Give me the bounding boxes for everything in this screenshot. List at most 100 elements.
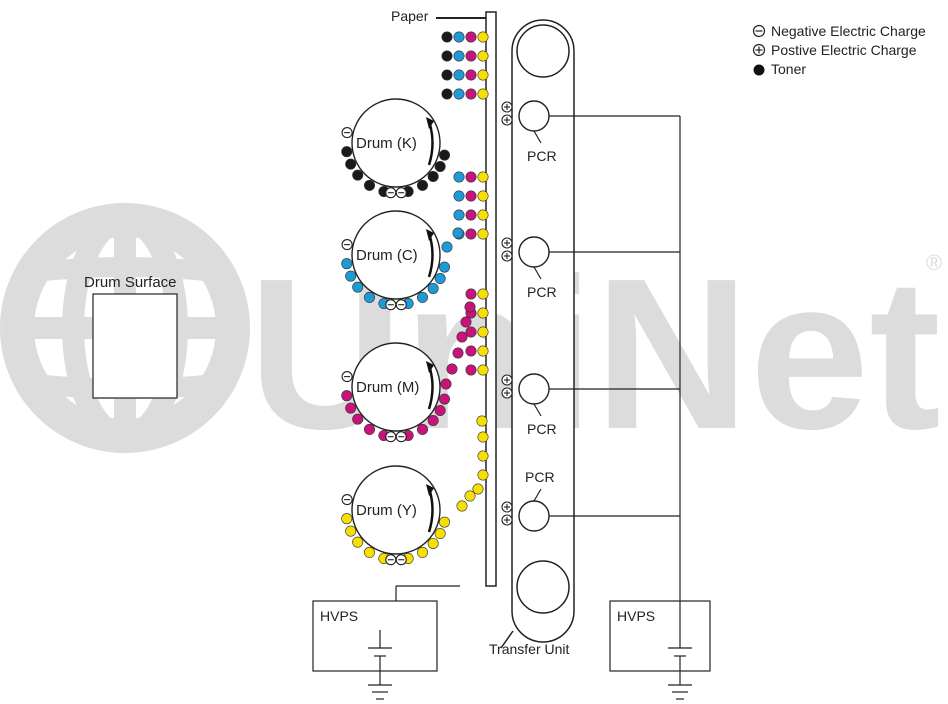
positive-charge-icon (501, 250, 513, 262)
toner-dot (364, 179, 376, 191)
wiring (312, 116, 711, 700)
drum: Drum (Y) (341, 465, 451, 566)
pcr-roller: PCR (501, 236, 680, 300)
negative-charge-icon (341, 494, 353, 506)
toner-dot-icon (753, 64, 765, 76)
toner-dot (416, 423, 428, 435)
toner-dot (427, 414, 439, 426)
toner-dot (440, 378, 452, 390)
positive-charge-icon (501, 101, 513, 113)
negative-charge-icon (395, 431, 407, 443)
toner-dot (453, 69, 465, 81)
hvps-left-box (312, 600, 438, 672)
toner-dot (464, 301, 476, 313)
toner-dot (439, 516, 451, 528)
positive-charge-icon (501, 387, 513, 399)
toner-row (453, 190, 489, 202)
legend-positive-label: Postive Electric Charge (771, 42, 917, 58)
toner-dot (341, 146, 353, 158)
toner-dot (465, 228, 477, 240)
rotation-arrow-icon (426, 484, 434, 496)
toner-dot (465, 50, 477, 62)
drum-surface-box (92, 293, 178, 399)
toner-dot (352, 281, 364, 293)
pcr-label: PCR (525, 469, 555, 485)
toner-dot (352, 536, 364, 548)
pcr-label: PCR (527, 421, 557, 437)
toner-row (441, 31, 489, 43)
toner-row (477, 450, 489, 462)
toner-dot (427, 537, 439, 549)
toner-dot (460, 316, 472, 328)
toner-dot (427, 170, 439, 182)
toner-dot (465, 326, 477, 338)
toner-dot (477, 88, 489, 100)
toner-dot (364, 291, 376, 303)
legend-negative-label: Negative Electric Charge (771, 23, 926, 39)
toner-dot (465, 88, 477, 100)
toner-dot (477, 364, 489, 376)
pcr-roller: PCR (501, 469, 680, 532)
watermark-registered-mark: ® (926, 250, 942, 275)
drum-surface-panel: Drum Surface (84, 274, 178, 399)
negative-charge-icon (395, 187, 407, 199)
drums: Drum (K)Drum (C)Drum (M)Drum (Y) (341, 98, 451, 566)
toner-dot (453, 88, 465, 100)
drum-body (351, 465, 441, 555)
toner-dot (477, 345, 489, 357)
negative-charge-icon (341, 371, 353, 383)
toner-dot (434, 272, 446, 284)
toner-dot (465, 288, 477, 300)
negative-charge-icon (341, 239, 353, 251)
drum-label: Drum (Y) (356, 502, 417, 519)
transfer-unit-label: Transfer Unit (489, 641, 570, 657)
toner-dot (465, 209, 477, 221)
positive-charge-icon (501, 237, 513, 249)
toner-stacks (440, 31, 489, 512)
negative-charge-icon (341, 127, 353, 139)
paper-sheet (485, 11, 497, 587)
positive-charge-icon (501, 114, 513, 126)
drum: Drum (K) (341, 98, 451, 199)
toner-dot (472, 483, 484, 495)
rotation-arrow-icon (426, 229, 434, 241)
toner-dot (477, 31, 489, 43)
toner-dot (477, 307, 489, 319)
negative-charge-icon (385, 431, 397, 443)
toner-dot (434, 160, 446, 172)
toner-row (465, 288, 489, 300)
toner-dot (453, 31, 465, 43)
toner-row (453, 171, 489, 183)
toner-dot (477, 228, 489, 240)
positive-charge-icon (501, 514, 513, 526)
toner-dot (352, 169, 364, 181)
negative-charge-icon (385, 299, 397, 311)
toner-dot (341, 258, 353, 270)
toner-dot (476, 415, 488, 427)
toner-dot (465, 69, 477, 81)
toner-row (441, 88, 489, 100)
toner-row (477, 431, 489, 443)
toner-row (477, 469, 489, 481)
toner-dot (477, 326, 489, 338)
toner-dot (456, 331, 468, 343)
toner-dot (439, 149, 451, 161)
toner-dot (345, 402, 357, 414)
hvps-left-label: HVPS (320, 608, 358, 624)
negative-charge-icon (385, 554, 397, 566)
toner-row (441, 69, 489, 81)
toner-dot (477, 450, 489, 462)
toner-dot (416, 546, 428, 558)
drum-label: Drum (C) (356, 247, 418, 264)
toner-dot (477, 288, 489, 300)
paper-label: Paper (391, 8, 429, 24)
toner-row (441, 50, 489, 62)
toner-dot (427, 282, 439, 294)
toner-dot (441, 88, 453, 100)
legend: Negative Electric Charge Postive Electri… (752, 23, 926, 77)
transfer-unit (500, 19, 575, 649)
drum-body (351, 98, 441, 188)
toner-dot (477, 209, 489, 221)
